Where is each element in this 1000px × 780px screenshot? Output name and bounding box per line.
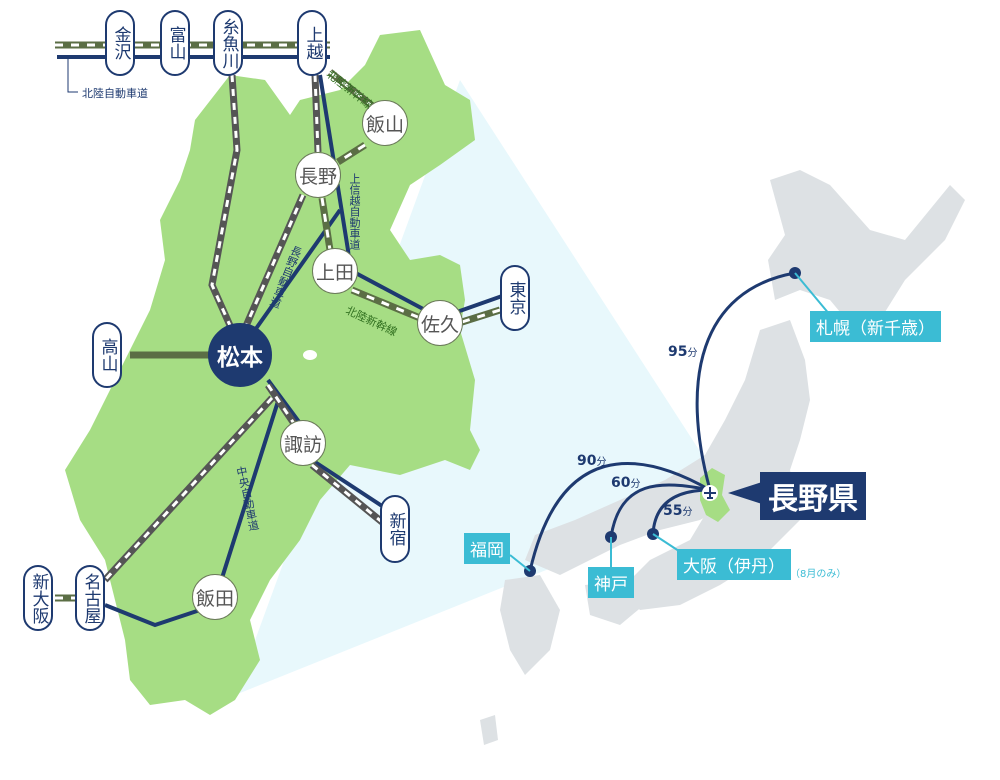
time-sapporo: 95分 — [668, 344, 698, 360]
city-nagoya: 名古屋 — [75, 565, 105, 631]
city-takayama: 高山 — [92, 322, 122, 388]
node-matsumoto: 松本 — [208, 323, 272, 387]
route-osaka — [651, 488, 711, 535]
city-shin-osaka: 新大阪 — [23, 565, 53, 631]
route-sapporo — [695, 271, 796, 491]
chuo-expressway-line — [104, 394, 282, 628]
node-ueda: 上田 — [312, 248, 358, 294]
label-hokuriku-expressway: 北陸自動車道 — [82, 87, 148, 100]
city-itoigawa: 糸魚川 — [213, 10, 243, 76]
city-tokyo: 東京 — [500, 265, 530, 331]
flight-routes — [528, 271, 796, 572]
city-joetsu: 上越 — [297, 10, 327, 76]
node-suwa: 諏訪 — [280, 420, 326, 466]
osaka-note: （8月のみ） — [790, 569, 847, 580]
node-iiyama: 飯山 — [362, 100, 408, 146]
destination-nagano-label: 長野県 — [760, 472, 866, 520]
nagano-prefecture — [65, 30, 480, 715]
route-fukuoka — [528, 461, 711, 572]
airport-sapporo-label: 札幌（新千歳） — [810, 311, 941, 342]
time-kobe: 60分 — [611, 475, 641, 491]
airport-osaka-label: 大阪（伊丹） — [677, 549, 791, 580]
node-iida: 飯田 — [192, 574, 238, 620]
city-kanazawa: 金沢 — [105, 10, 135, 76]
node-nagano: 長野 — [295, 152, 341, 198]
japan-map — [480, 170, 965, 745]
airport-kobe-label: 神戸 — [588, 567, 634, 598]
rail-lines — [55, 41, 502, 602]
destination-pointer — [728, 482, 762, 504]
city-shinjuku: 新宿 — [380, 495, 410, 563]
route-kobe — [609, 483, 711, 538]
time-fukuoka: 90分 — [577, 453, 607, 469]
node-saku: 佐久 — [417, 300, 463, 346]
city-toyama: 富山 — [160, 10, 190, 76]
airplane-icon — [702, 485, 718, 501]
airport-fukuoka-label: 福岡 — [464, 533, 510, 564]
time-osaka: 55分 — [663, 503, 693, 519]
label-joshinetsu-expressway: 上信越自動車道 — [348, 173, 361, 250]
